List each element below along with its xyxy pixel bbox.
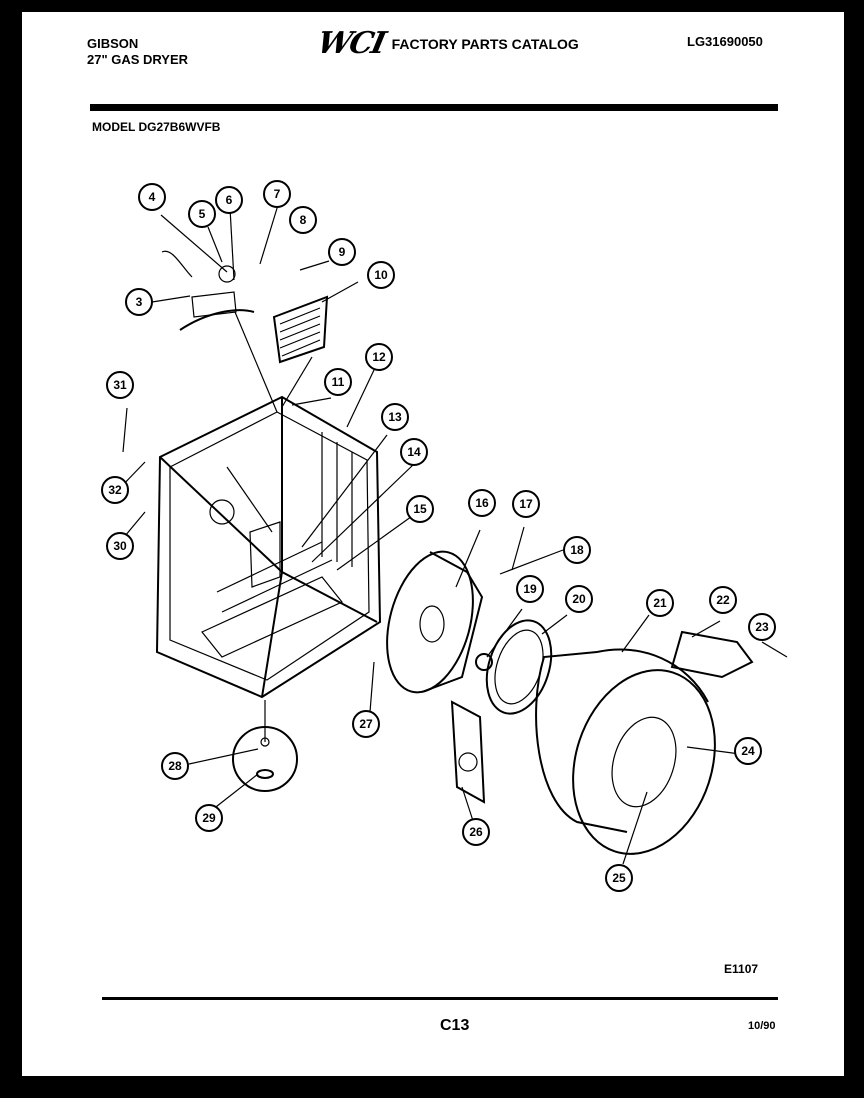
svg-text:24: 24 bbox=[741, 744, 755, 758]
callout-13[interactable]: 13 bbox=[381, 403, 409, 431]
svg-text:10: 10 bbox=[374, 268, 388, 282]
svg-text:32: 32 bbox=[108, 483, 122, 497]
callout-26[interactable]: 26 bbox=[462, 818, 490, 846]
callout-30[interactable]: 30 bbox=[106, 532, 134, 560]
footer-rule bbox=[102, 997, 778, 1000]
svg-text:20: 20 bbox=[572, 592, 586, 606]
callout-15[interactable]: 15 bbox=[406, 495, 434, 523]
callout-11[interactable]: 11 bbox=[324, 368, 352, 396]
front-bulkhead-drawing bbox=[386, 550, 553, 804]
catalog-reference: LG31690050 bbox=[687, 34, 763, 49]
callout-20[interactable]: 20 bbox=[565, 585, 593, 613]
parts-catalog-sheet: GIBSON 27" GAS DRYER WCI FACTORY PARTS C… bbox=[22, 12, 844, 1076]
svg-text:8: 8 bbox=[300, 213, 307, 227]
svg-text:18: 18 bbox=[570, 543, 584, 557]
svg-text:5: 5 bbox=[199, 207, 206, 221]
catalog-header: WCI FACTORY PARTS CATALOG bbox=[314, 26, 579, 61]
svg-text:19: 19 bbox=[523, 582, 537, 596]
callout-9[interactable]: 9 bbox=[328, 238, 356, 266]
svg-text:28: 28 bbox=[168, 759, 182, 773]
burner-bracket-drawing bbox=[161, 250, 329, 413]
callout-6[interactable]: 6 bbox=[215, 186, 243, 214]
callout-14[interactable]: 14 bbox=[400, 438, 428, 466]
svg-text:26: 26 bbox=[469, 825, 483, 839]
callout-22[interactable]: 22 bbox=[709, 586, 737, 614]
callout-8[interactable]: 8 bbox=[289, 206, 317, 234]
svg-text:23: 23 bbox=[755, 620, 769, 634]
svg-text:17: 17 bbox=[519, 497, 533, 511]
callout-31[interactable]: 31 bbox=[106, 371, 134, 399]
model-number: MODEL DG27B6WVFB bbox=[92, 120, 221, 134]
callout-21[interactable]: 21 bbox=[646, 589, 674, 617]
svg-text:16: 16 bbox=[475, 496, 489, 510]
callout-7[interactable]: 7 bbox=[263, 180, 291, 208]
svg-text:22: 22 bbox=[716, 593, 730, 607]
illustration-code: E1107 bbox=[724, 962, 759, 976]
svg-text:30: 30 bbox=[113, 539, 127, 553]
catalog-title: FACTORY PARTS CATALOG bbox=[391, 35, 579, 52]
callout-4[interactable]: 4 bbox=[138, 183, 166, 211]
svg-text:14: 14 bbox=[407, 445, 421, 459]
callout-23[interactable]: 23 bbox=[748, 613, 776, 641]
brand-name: GIBSON bbox=[87, 36, 139, 51]
svg-text:3: 3 bbox=[136, 295, 143, 309]
leader-lines bbox=[118, 204, 788, 865]
callout-28[interactable]: 28 bbox=[161, 752, 189, 780]
svg-text:31: 31 bbox=[113, 378, 127, 392]
cabinet-drawing bbox=[155, 395, 382, 699]
svg-text:12: 12 bbox=[372, 350, 386, 364]
callout-32[interactable]: 32 bbox=[101, 476, 129, 504]
header-rule bbox=[90, 104, 778, 111]
svg-text:15: 15 bbox=[413, 502, 427, 516]
callout-10[interactable]: 10 bbox=[367, 261, 395, 289]
svg-text:11: 11 bbox=[332, 375, 345, 389]
leveling-foot-drawing bbox=[232, 700, 298, 792]
drum-drawing bbox=[535, 630, 754, 855]
product-name: 27" GAS DRYER bbox=[87, 52, 189, 67]
svg-text:9: 9 bbox=[339, 245, 346, 259]
callout-24[interactable]: 24 bbox=[734, 737, 762, 765]
callout-3[interactable]: 3 bbox=[125, 288, 153, 316]
svg-text:21: 21 bbox=[653, 596, 667, 610]
callout-19[interactable]: 19 bbox=[516, 575, 544, 603]
svg-text:6: 6 bbox=[226, 193, 233, 207]
callout-17[interactable]: 17 bbox=[512, 490, 540, 518]
callout-25[interactable]: 25 bbox=[605, 864, 633, 892]
callout-27[interactable]: 27 bbox=[352, 710, 380, 738]
exploded-parts-diagram: 3 4 5 6 7 8 9 10 11 12 13 14 15 16 17 18… bbox=[101, 180, 788, 892]
svg-text:13: 13 bbox=[388, 410, 402, 424]
revision-date: 10/90 bbox=[748, 1020, 776, 1032]
callout-5[interactable]: 5 bbox=[188, 200, 216, 228]
svg-text:25: 25 bbox=[612, 871, 626, 885]
svg-text:7: 7 bbox=[274, 187, 281, 201]
svg-text:29: 29 bbox=[202, 811, 216, 825]
svg-text:27: 27 bbox=[359, 717, 373, 731]
callout-29[interactable]: 29 bbox=[195, 804, 223, 832]
callout-18[interactable]: 18 bbox=[563, 536, 591, 564]
callout-16[interactable]: 16 bbox=[468, 489, 496, 517]
callout-12[interactable]: 12 bbox=[365, 343, 393, 371]
page-number: C13 bbox=[440, 1017, 470, 1034]
svg-text:4: 4 bbox=[149, 190, 156, 204]
